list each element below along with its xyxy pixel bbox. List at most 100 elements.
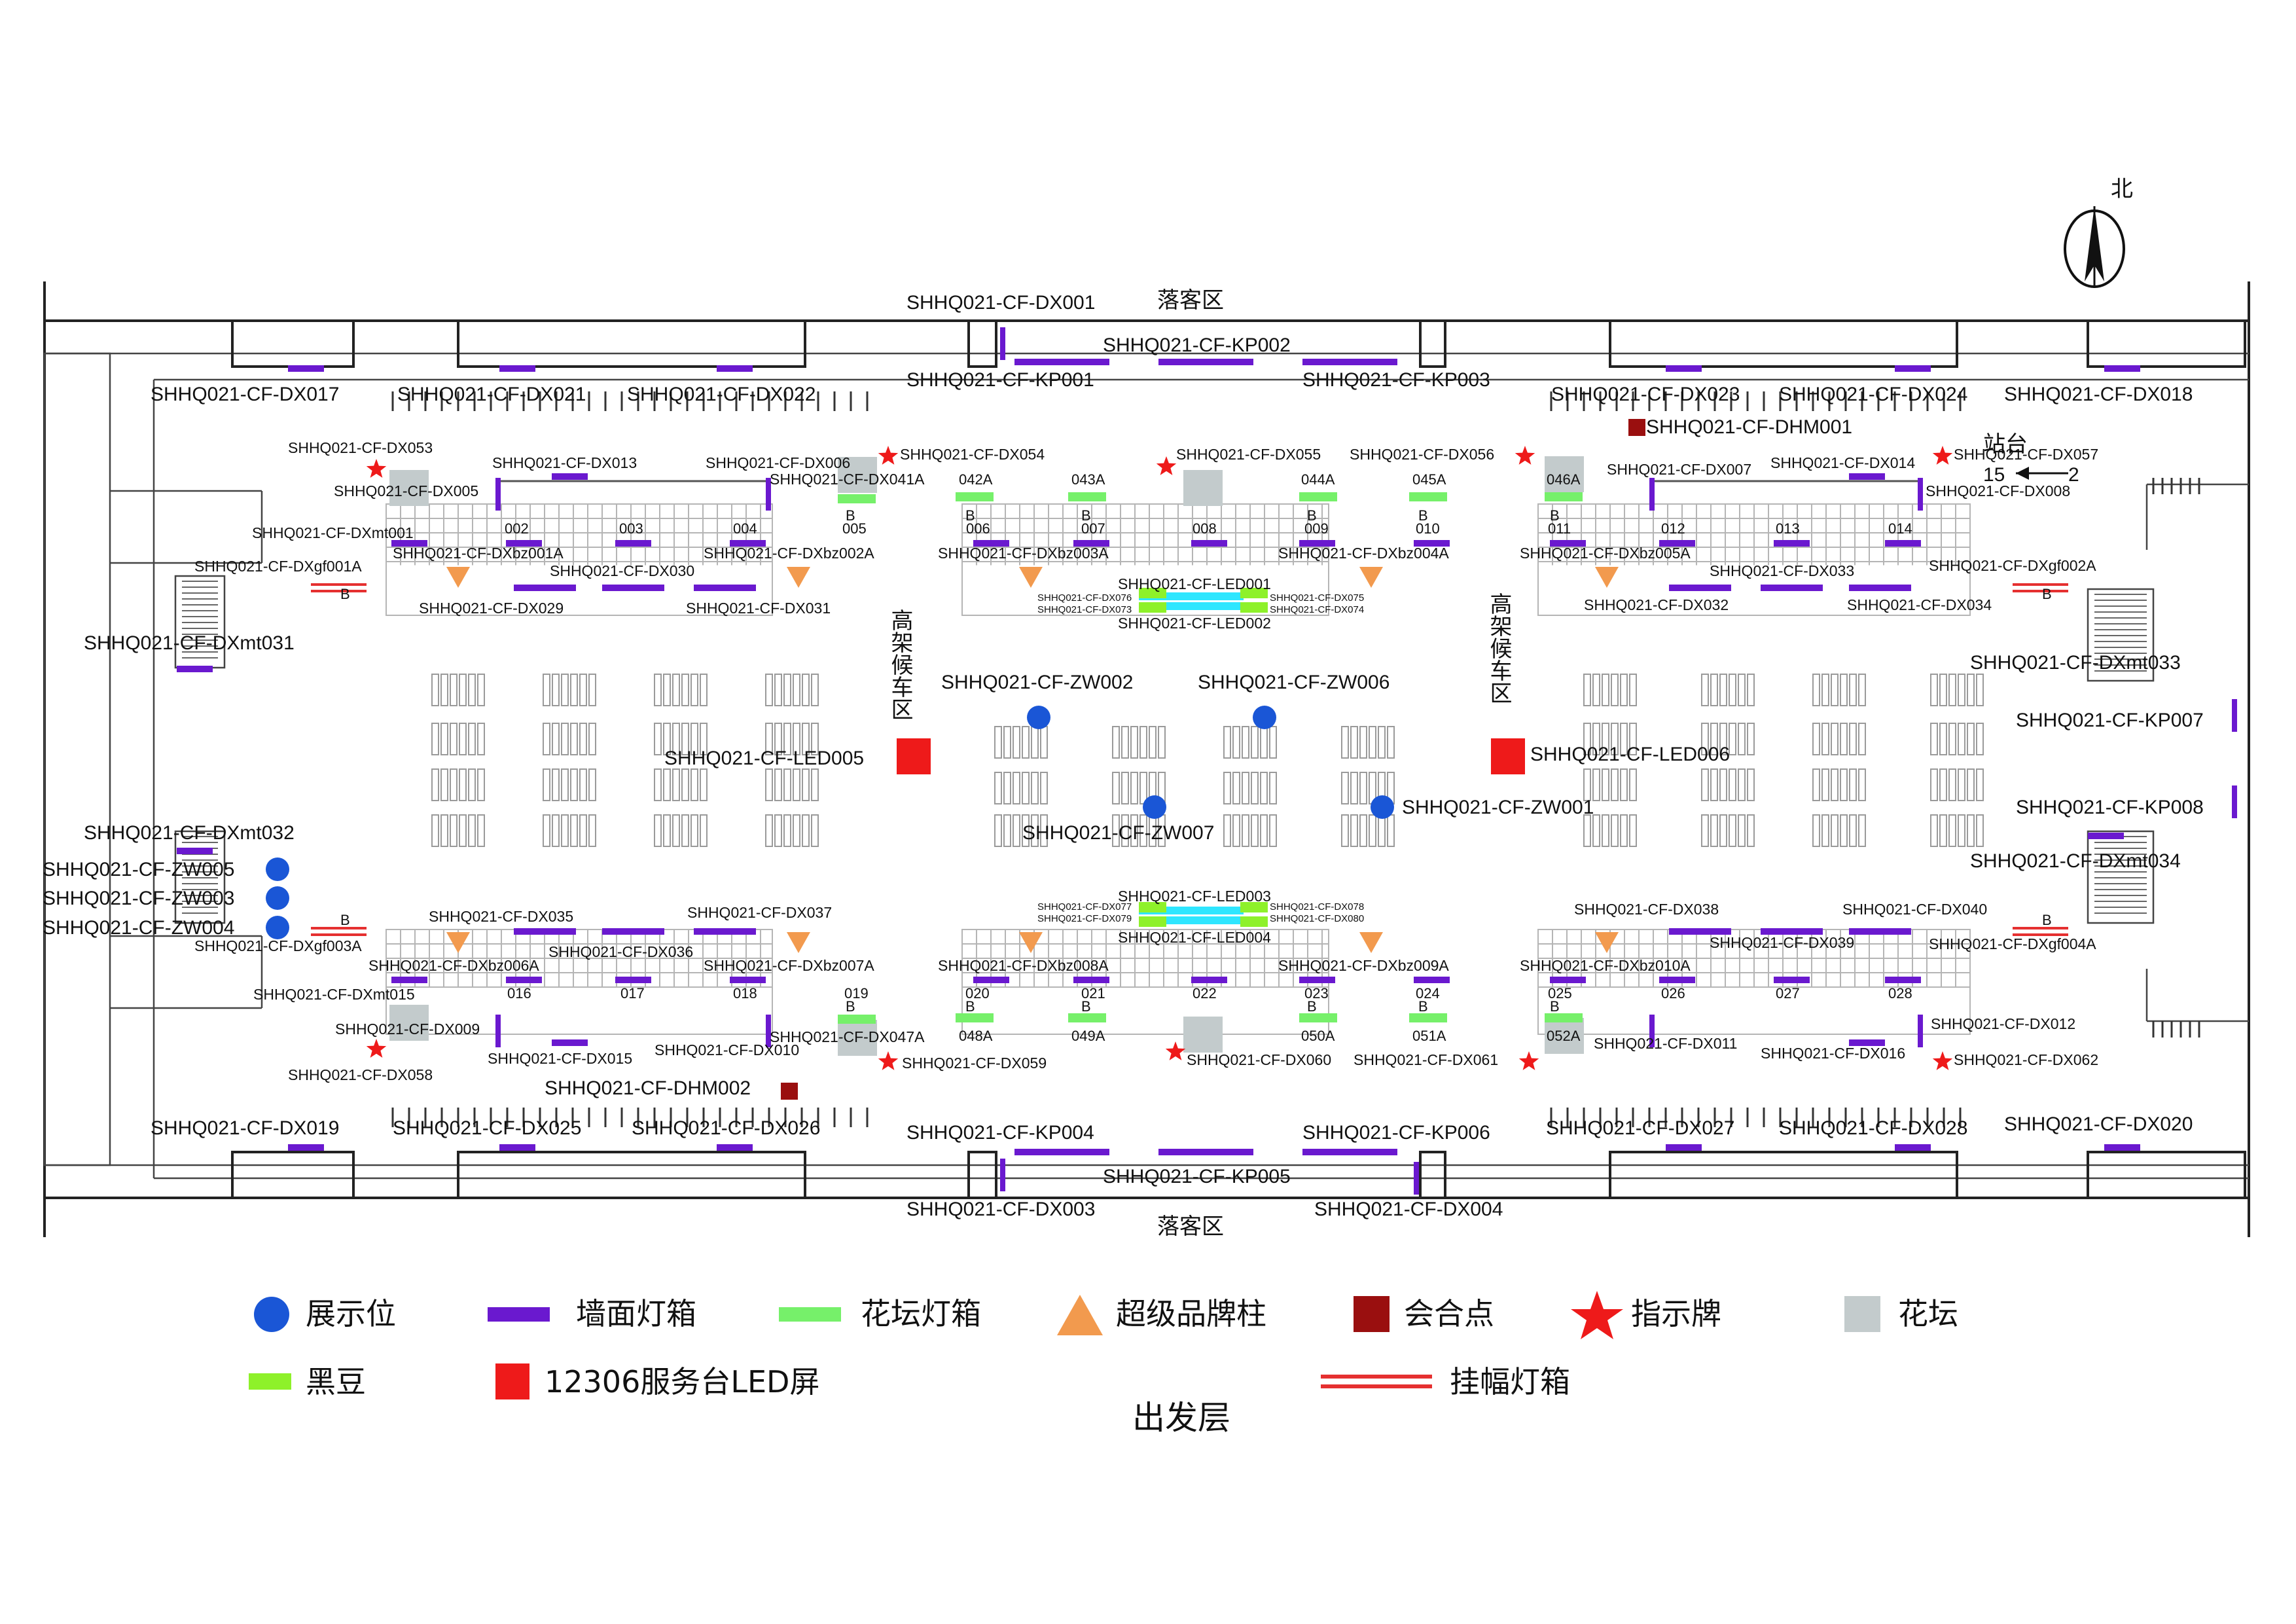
seat xyxy=(1831,723,1839,755)
seat xyxy=(570,674,578,706)
wall-lightbox xyxy=(391,977,427,983)
seat xyxy=(1359,726,1367,759)
wall-lightbox xyxy=(766,478,771,511)
gate-number: 014 xyxy=(1888,520,1912,537)
gate-letter: B xyxy=(1418,998,1428,1015)
seat xyxy=(588,768,596,801)
label-kp007: SHHQ021-CF-KP007 xyxy=(2016,710,2204,731)
seat xyxy=(774,768,782,801)
seat xyxy=(1013,814,1020,847)
gate-number: 016 xyxy=(507,985,531,1001)
wall-lightbox xyxy=(1849,585,1911,591)
label-zw005: SHHQ021-CF-ZW005 xyxy=(43,859,234,880)
gate-number: 012 xyxy=(1661,520,1685,537)
gate-number: 043A xyxy=(1071,471,1105,488)
seat xyxy=(440,723,448,755)
seat xyxy=(1341,726,1349,759)
label-dx039: SHHQ021-CF-DX039 xyxy=(1710,934,1854,951)
label-dx057: SHHQ021-CF-DX057 xyxy=(1954,446,2098,463)
planter-lightbox xyxy=(1545,1013,1583,1022)
seat xyxy=(1013,772,1020,804)
seat xyxy=(561,814,569,847)
label-bz008a: SHHQ021-CF-DXbz008A xyxy=(938,957,1109,974)
map-title: 出发层 xyxy=(1132,1399,1230,1437)
zone-labels: 落客区 落客区 高架候车区 高架候车区 xyxy=(887,287,1512,1240)
seat xyxy=(1139,772,1147,804)
seat xyxy=(672,768,680,801)
seat xyxy=(691,723,698,755)
brand-pillar xyxy=(1019,932,1043,953)
label-dx014: SHHQ021-CF-DX014 xyxy=(1770,454,1915,471)
seat xyxy=(450,674,457,706)
seat xyxy=(1003,814,1011,847)
gate-number: 046A xyxy=(1547,471,1581,488)
planter xyxy=(389,470,429,506)
label-bz006a: SHHQ021-CF-DXbz006A xyxy=(368,957,539,974)
seat xyxy=(793,768,800,801)
gate-number: 044A xyxy=(1301,471,1335,488)
wall-lightbox xyxy=(552,1039,588,1046)
seat xyxy=(1003,772,1011,804)
label-dx026: SHHQ021-CF-DX026 xyxy=(632,1117,820,1139)
wall-lightbox xyxy=(717,365,753,372)
label-dx016: SHHQ021-CF-DX016 xyxy=(1761,1045,1905,1062)
platform-label: 站台 xyxy=(1983,431,2028,458)
planter xyxy=(1545,456,1584,492)
wall-lightbox xyxy=(1761,928,1823,935)
seat xyxy=(1629,723,1637,755)
seat xyxy=(1112,814,1120,847)
gate-letter: B xyxy=(1550,998,1560,1015)
seat xyxy=(1251,726,1259,759)
led-strips xyxy=(1139,588,1268,927)
planter-lightbox xyxy=(1068,1013,1106,1022)
seat xyxy=(654,674,662,706)
seat xyxy=(1729,768,1736,801)
platform-to: 2 xyxy=(2068,464,2079,486)
boarding-pods xyxy=(386,480,1971,1035)
seat xyxy=(1930,768,1938,801)
seat xyxy=(1583,814,1591,847)
seat xyxy=(1849,674,1857,706)
wall-lightbox xyxy=(730,977,766,983)
seat xyxy=(477,674,485,706)
label-dx032: SHHQ021-CF-DX032 xyxy=(1584,596,1729,613)
brand-pillar xyxy=(1359,567,1383,588)
seat xyxy=(1747,814,1755,847)
seat xyxy=(1611,814,1619,847)
gate-number: 005 xyxy=(842,520,867,537)
seat xyxy=(1602,814,1609,847)
gate-letter: B xyxy=(1418,507,1428,524)
seat xyxy=(1967,723,1975,755)
seat xyxy=(1738,814,1746,847)
wall-lightbox xyxy=(1158,1149,1253,1155)
seat xyxy=(1112,772,1120,804)
seat xyxy=(1022,726,1030,759)
seat xyxy=(1701,768,1709,801)
wall-lightbox xyxy=(615,540,651,547)
seat xyxy=(1939,723,1947,755)
sign-star xyxy=(878,446,899,465)
seat xyxy=(561,723,569,755)
seat xyxy=(1223,814,1231,847)
label-dx009: SHHQ021-CF-DX009 xyxy=(335,1020,480,1038)
label-kp003: SHHQ021-CF-KP003 xyxy=(1302,369,1490,391)
seat xyxy=(1976,674,1984,706)
seat xyxy=(468,814,476,847)
seat xyxy=(765,768,773,801)
label-gf003a: SHHQ021-CF-DXgf003A xyxy=(194,937,362,954)
seat xyxy=(663,768,671,801)
label-dx033: SHHQ021-CF-DX033 xyxy=(1710,562,1854,579)
gate-number: 008 xyxy=(1193,520,1217,537)
seat xyxy=(450,723,457,755)
gate-number: 019 xyxy=(844,985,869,1001)
seat xyxy=(765,723,773,755)
wall-lightbox xyxy=(766,1015,771,1047)
wall-lightbox xyxy=(1849,473,1885,480)
planter xyxy=(838,1020,877,1056)
seat xyxy=(579,814,587,847)
seat xyxy=(700,674,708,706)
seat xyxy=(1840,674,1848,706)
seat xyxy=(1158,726,1166,759)
top-ticket-blocks xyxy=(231,319,2246,1199)
